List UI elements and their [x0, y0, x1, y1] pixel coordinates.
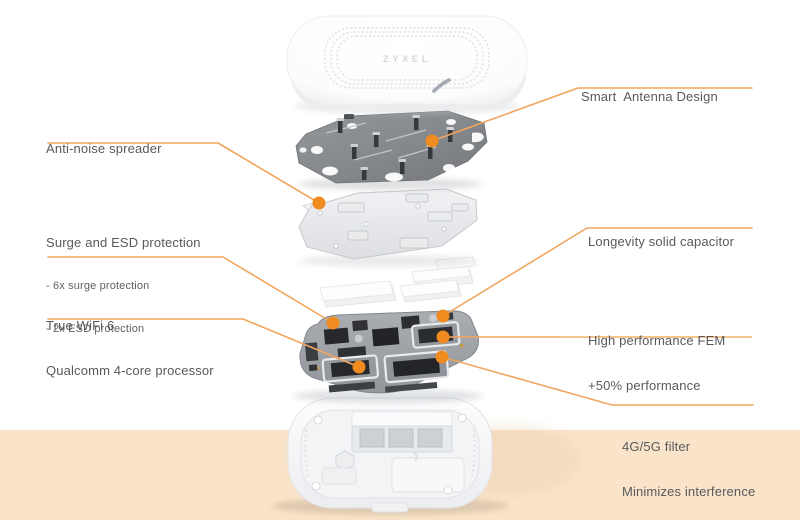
main-board	[293, 310, 483, 403]
dotted-texture	[324, 27, 490, 89]
callout-dot-4g5g-filter	[435, 350, 449, 364]
callout-label-4g5g-filter: 4G/5G filter Minimizes interference from…	[622, 439, 756, 499]
callout-label-surge-esd: Surge and ESD protection - 6x surge prot…	[46, 235, 201, 335]
smart-antenna-plate	[295, 110, 488, 190]
callout-line-4g5g-filter	[441, 356, 754, 406]
callout-label-longevity: Longevity solid capacitor	[588, 234, 735, 249]
callout-line-surge-esd	[47, 256, 334, 324]
callout-dot-longevity	[436, 309, 450, 323]
callout-line-smart-antenna	[431, 87, 753, 142]
callout-dot-anti-noise	[312, 196, 326, 210]
brand-logo: ZYXEL	[383, 54, 431, 65]
callout-label-true-wifi6: True WiFi 6 Qualcomm 4-core processor	[46, 318, 214, 378]
bottom-housing	[272, 397, 508, 515]
thermal-pads	[319, 256, 476, 308]
callout-line-true-wifi6	[47, 318, 360, 368]
callout-label-smart-antenna: Smart Antenna Design	[581, 89, 718, 104]
callout-dot-true-wifi6	[352, 360, 366, 374]
callout-dot-surge-esd	[326, 316, 340, 330]
callout-label-anti-noise: Anti-noise spreader	[46, 141, 162, 156]
top-cover: ZYXEL	[286, 15, 528, 114]
callout-dot-smart-antenna	[425, 134, 439, 148]
callout-label-fem: High performance FEM +50% performance	[588, 333, 726, 393]
callout-line-anti-noise	[47, 142, 320, 204]
anti-noise-shield-plate	[298, 188, 478, 267]
callout-line-longevity	[442, 227, 753, 317]
hex-standoff	[335, 450, 355, 471]
callout-dot-fem	[436, 330, 450, 344]
led-indicator	[432, 78, 451, 93]
